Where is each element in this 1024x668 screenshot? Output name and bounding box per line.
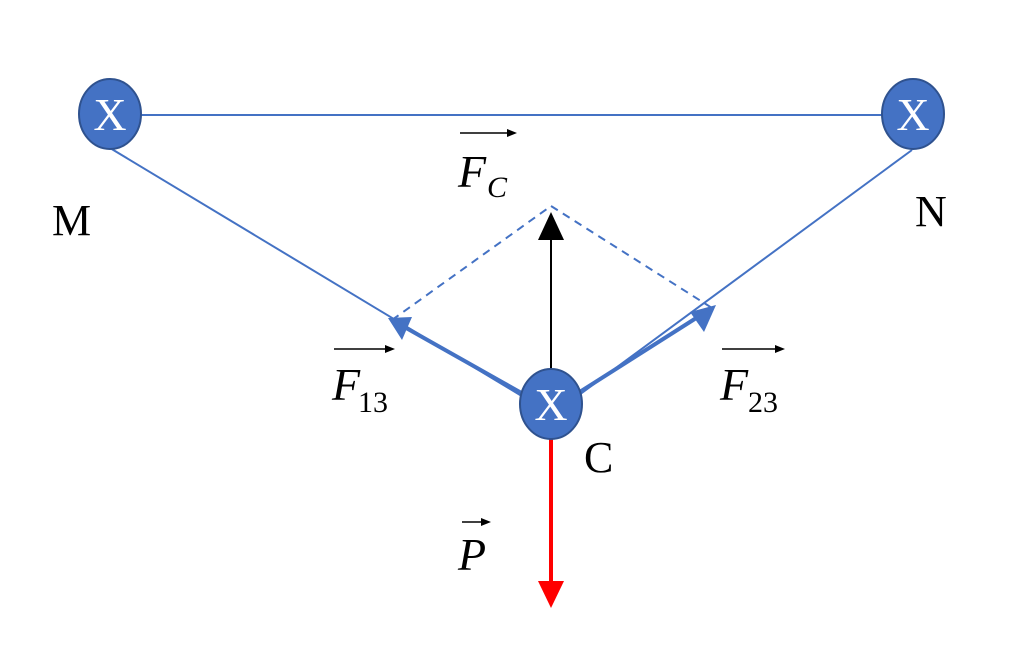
node-c-marker: X [534, 379, 567, 430]
node-n: X [881, 78, 945, 150]
vector-p-symbol: P [457, 529, 486, 580]
node-m-marker: X [93, 89, 126, 140]
dashed-parallelogram-right [550, 205, 713, 309]
vector-fc-subscript: C [487, 171, 508, 204]
vector-label-f23: F 23 [719, 345, 785, 419]
node-c: X [519, 368, 583, 440]
vector-f13-symbol: F [331, 359, 361, 410]
vector-label-fc: F C [457, 129, 517, 204]
label-n: N [915, 187, 947, 236]
label-c: C [584, 433, 613, 482]
vector-f23-subscript: 23 [748, 386, 778, 419]
node-m: X [78, 78, 142, 150]
rope-nc [574, 149, 913, 399]
dashed-parallelogram-left [391, 205, 552, 321]
vector-label-f13: F 13 [331, 345, 395, 419]
vector-fc-symbol: F [457, 146, 487, 197]
vector-f23-symbol: F [719, 359, 749, 410]
node-n-marker: X [896, 89, 929, 140]
vector-f13-subscript: 13 [358, 386, 388, 419]
force-fc-arrowhead [538, 212, 564, 240]
label-m: M [52, 196, 91, 245]
force-f23-arrowhead [690, 305, 716, 332]
force-f13-arrowhead [388, 317, 412, 340]
force-p-arrowhead [538, 581, 564, 608]
vector-label-p: P [457, 518, 491, 580]
force-f23-arrow [573, 306, 714, 397]
force-f13-arrow [391, 318, 526, 397]
